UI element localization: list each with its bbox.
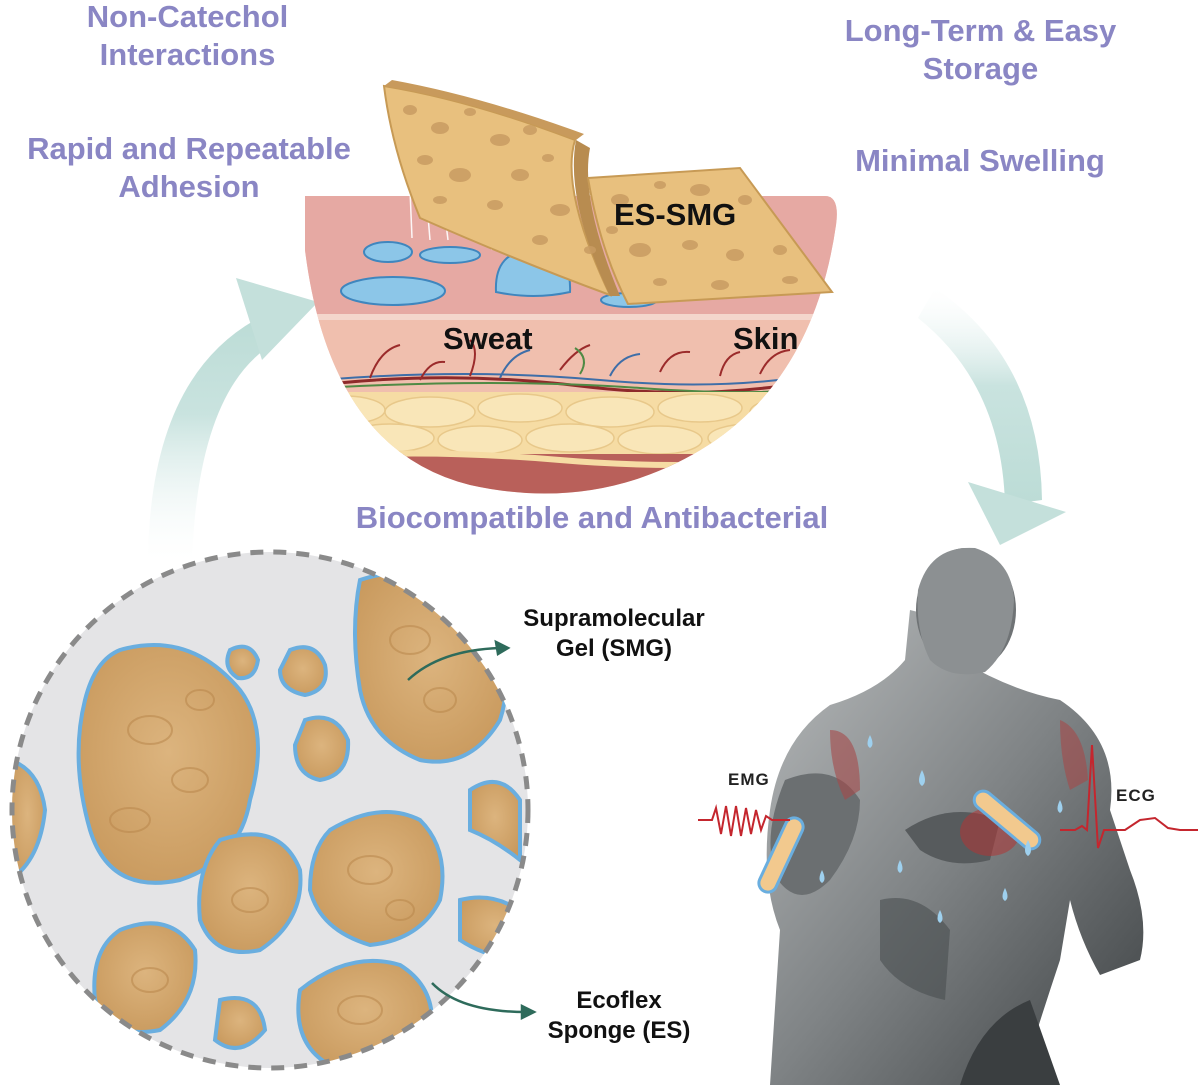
ecg-signal-trace	[1060, 744, 1198, 849]
emg-label: EMG	[728, 770, 770, 789]
microstructure-circle	[9, 549, 531, 1071]
runner-figure	[766, 547, 1144, 1085]
sweat-label: Sweat	[443, 321, 533, 356]
es-smg-label: ES-SMG	[614, 197, 737, 232]
skin-label: Skin	[733, 321, 799, 356]
smg-label: Supramolecular Gel (SMG)	[523, 605, 705, 662]
feature-biocompatible: Biocompatible and Antibacterial	[355, 500, 829, 535]
emg-signal-trace	[698, 804, 790, 837]
es-label: Ecoflex Sponge (ES)	[547, 987, 691, 1044]
feature-non-catechol: Non-Catechol Interactions	[86, 0, 289, 72]
es-pointer-arrow	[431, 982, 537, 1021]
wearable-sensors	[757, 789, 1042, 894]
cycle-arrow-left	[148, 278, 318, 560]
cycle-arrow-right	[918, 288, 1066, 545]
ecg-label: ECG	[1116, 786, 1156, 805]
smg-pointer-arrow	[407, 639, 511, 681]
feature-long-term-storage: Long-Term & Easy Storage	[844, 13, 1117, 86]
runner-sweat-drops	[819, 735, 1063, 923]
feature-rapid-adhesion: Rapid and Repeatable Adhesion	[27, 131, 351, 204]
es-smg-patch	[382, 80, 834, 306]
feature-minimal-swelling: Minimal Swelling	[855, 143, 1105, 178]
